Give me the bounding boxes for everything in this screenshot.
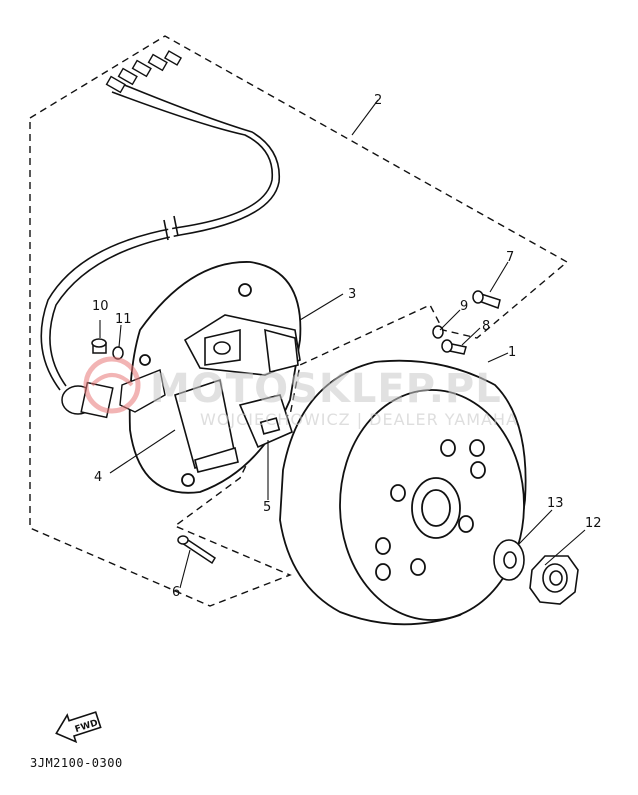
wire-harness: [40, 83, 281, 391]
source-coil: [183, 314, 301, 376]
callout-11: 11: [115, 312, 132, 327]
fwd-arrow-icon: FWD: [55, 711, 102, 744]
callout-4: 4: [94, 470, 102, 485]
callout-1: 1: [508, 345, 516, 360]
callout-8: 8: [482, 319, 490, 334]
screw-6: [177, 535, 217, 565]
assembly-boundary: [29, 35, 569, 607]
callout-5: 5: [263, 500, 271, 515]
callout-6: 6: [172, 585, 180, 600]
screw-8: [441, 339, 467, 355]
watermark-sub: WOJCIECHOWICZ | DEALER YAMAHA: [200, 410, 518, 429]
watermark-main: MOTOSKLEP.PL: [150, 366, 502, 412]
flange-nut: [529, 555, 579, 605]
callout-12: 12: [585, 516, 602, 531]
callout-3: 3: [348, 287, 356, 302]
callout-10: 10: [92, 299, 109, 314]
washer: [493, 539, 525, 581]
flywheel-rotor: [279, 359, 527, 626]
callout-13: 13: [547, 496, 564, 511]
washer-9: [432, 325, 444, 339]
leader-lines: [99, 99, 586, 589]
lighting-coil: [174, 378, 239, 473]
callout-2: 2: [374, 93, 382, 108]
screw-7: [472, 290, 501, 309]
pulser-coil: [238, 394, 293, 449]
wire-terminals: [105, 50, 183, 94]
callout-7: 7: [506, 250, 514, 265]
watermark-logo: [83, 356, 141, 414]
drawing-code: 3JM2100-0300: [30, 756, 123, 770]
callout-9: 9: [460, 299, 468, 314]
screw-10: [91, 338, 107, 354]
